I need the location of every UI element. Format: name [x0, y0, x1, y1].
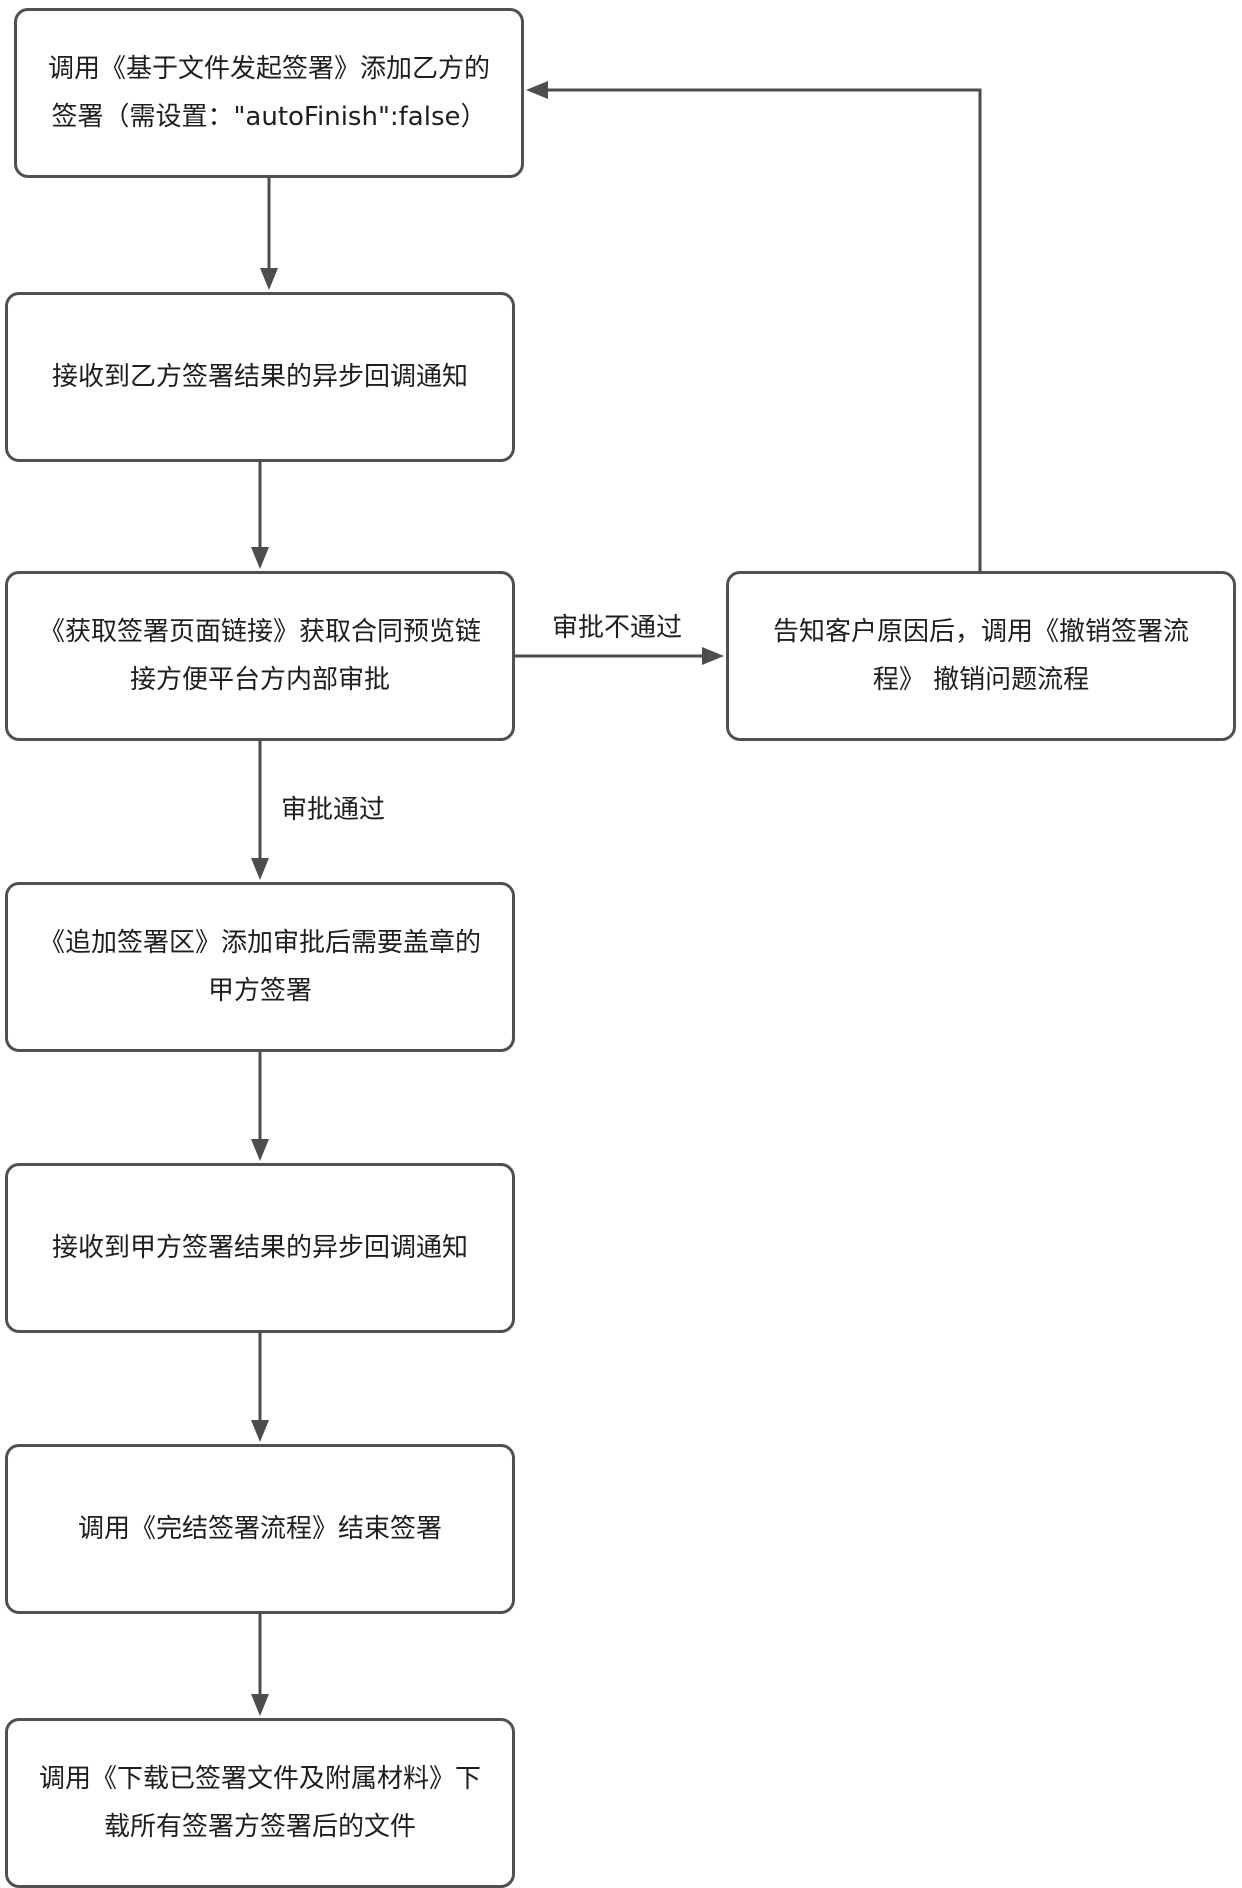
node-party-b-callback-text: 接收到乙方签署结果的异步回调通知	[51, 362, 468, 392]
edge-n7-to-n8	[251, 1614, 269, 1716]
edge-n6-to-n7	[251, 1333, 269, 1442]
node-download-files: 调用《下载已签署文件及附属材料》下 载所有签署方签署后的文件	[5, 1718, 515, 1888]
node-revoke-flow: 告知客户原因后，调用《撤销签署流 程》 撤销问题流程	[726, 571, 1236, 741]
node-initiate-party-b-signing-text: 调用《基于文件发起签署》添加乙方的 签署（需设置："autoFinish":fa…	[47, 54, 490, 132]
edge-n5-to-n6	[251, 1052, 269, 1161]
node-add-party-a-signing-text: 《追加签署区》添加审批后需要盖章的 甲方签署	[38, 928, 481, 1006]
node-download-files-text: 调用《下载已签署文件及附属材料》下 载所有签署方签署后的文件	[38, 1764, 481, 1842]
node-finish-flow-text: 调用《完结签署流程》结束签署	[77, 1514, 442, 1544]
node-get-preview-link: 《获取签署页面链接》获取合同预览链 接方便平台方内部审批	[5, 571, 515, 741]
edge-label-approve: 审批通过	[281, 795, 386, 825]
node-finish-flow: 调用《完结签署流程》结束签署	[5, 1444, 515, 1614]
node-party-b-callback: 接收到乙方签署结果的异步回调通知	[5, 292, 515, 462]
edge-n2-to-n3	[251, 462, 269, 569]
node-party-a-callback: 接收到甲方签署结果的异步回调通知	[5, 1163, 515, 1333]
edge-n1-to-n2	[260, 178, 278, 290]
edge-label-reject: 审批不通过	[552, 613, 683, 643]
edge-n3-to-n4-reject	[515, 647, 724, 665]
edge-n4-to-n1-loop	[526, 81, 982, 571]
node-initiate-party-b-signing: 调用《基于文件发起签署》添加乙方的 签署（需设置："autoFinish":fa…	[14, 8, 524, 178]
edge-n3-to-n5-approve	[251, 741, 269, 880]
node-revoke-flow-text: 告知客户原因后，调用《撤销签署流 程》 撤销问题流程	[772, 617, 1189, 695]
node-party-a-callback-text: 接收到甲方签署结果的异步回调通知	[51, 1233, 468, 1263]
node-add-party-a-signing: 《追加签署区》添加审批后需要盖章的 甲方签署	[5, 882, 515, 1052]
node-get-preview-link-text: 《获取签署页面链接》获取合同预览链 接方便平台方内部审批	[38, 617, 481, 695]
